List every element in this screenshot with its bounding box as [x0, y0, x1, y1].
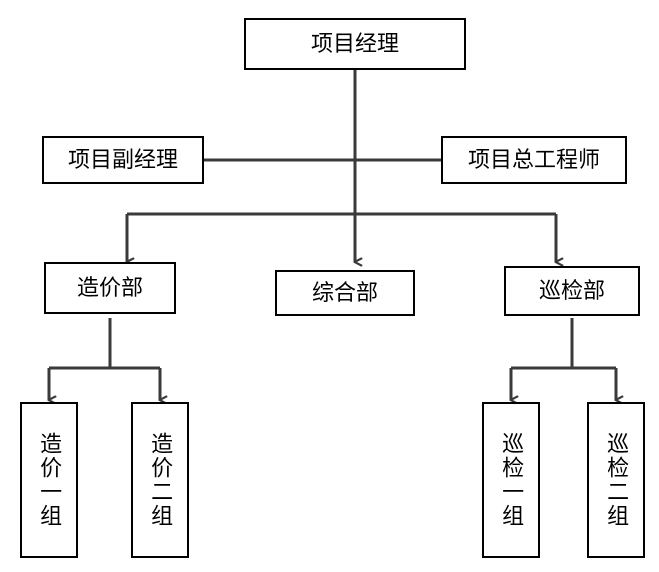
- node-cost-group-two[interactable]: 造价二组: [131, 402, 189, 558]
- node-deputy-project-manager[interactable]: 项目副经理: [42, 136, 204, 184]
- node-inspection-department[interactable]: 巡检部: [504, 266, 640, 316]
- node-inspection-group-two[interactable]: 巡检二组: [587, 402, 645, 558]
- node-label: 项目副经理: [67, 147, 178, 173]
- node-label: 巡检二组: [604, 432, 630, 528]
- node-label: 项目总工程师: [467, 147, 600, 173]
- node-cost-group-one[interactable]: 造价一组: [20, 402, 78, 558]
- node-label: 造价部: [76, 275, 143, 301]
- node-label: 造价一组: [37, 432, 63, 528]
- node-inspection-group-one[interactable]: 巡检一组: [482, 402, 540, 558]
- node-label: 项目经理: [310, 31, 399, 57]
- node-label: 巡检部: [538, 278, 605, 304]
- node-general-department[interactable]: 综合部: [275, 270, 415, 316]
- node-label: 巡检一组: [499, 432, 525, 528]
- node-project-manager[interactable]: 项目经理: [244, 18, 466, 70]
- node-cost-department[interactable]: 造价部: [44, 262, 176, 314]
- node-label: 综合部: [311, 280, 378, 306]
- node-chief-engineer[interactable]: 项目总工程师: [441, 136, 627, 184]
- node-label: 造价二组: [148, 432, 174, 528]
